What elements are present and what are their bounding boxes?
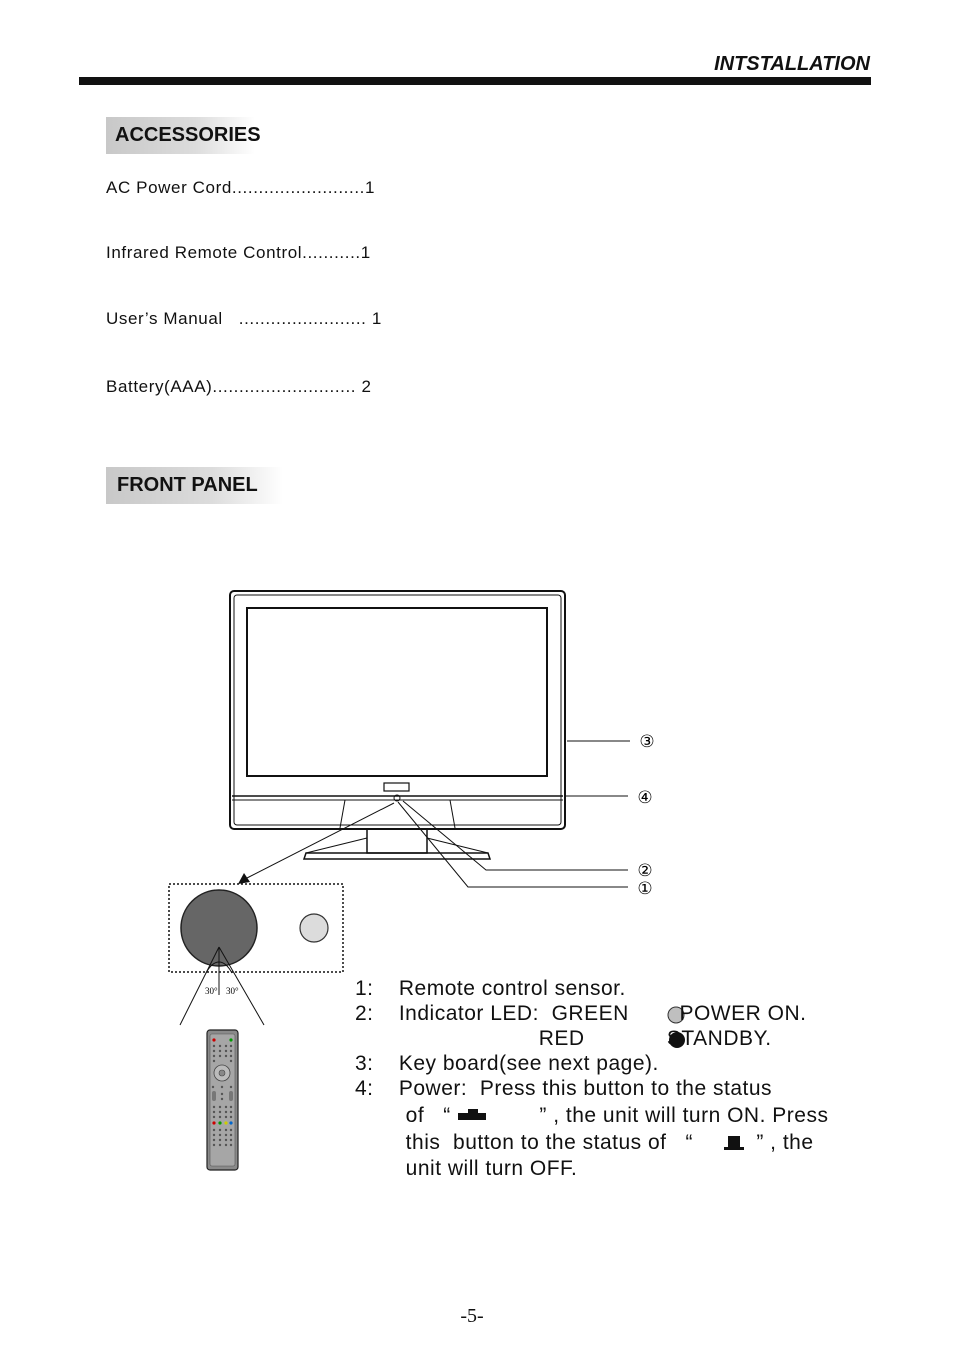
front-panel-heading: FRONT PANEL — [106, 467, 283, 504]
description-line-8: unit will turn OFF. — [355, 1157, 578, 1180]
tv-illustration — [229, 590, 566, 860]
angle-label-right: 30° — [226, 986, 239, 996]
callout-2: ② — [637, 861, 652, 881]
accessory-item-remote: Infrared Remote Control...........1 — [106, 243, 371, 262]
indicator-led — [299, 913, 329, 943]
description-line-7: this button to the status of “ ” , the — [355, 1131, 814, 1154]
description-line-2: 2: Indicator LED: GREEN POWER ON. — [355, 1002, 807, 1025]
red-led-swatch — [669, 1032, 685, 1048]
page-number: -5- — [460, 1305, 484, 1327]
description-line-3: RED STANDBY. — [355, 1027, 772, 1050]
description-line-4: 3: Key board(see next page). — [355, 1052, 659, 1075]
accessory-item-power-cord: AC Power Cord.........................1 — [106, 178, 376, 197]
power-on-status-icon — [458, 1109, 486, 1120]
accessories-heading: ACCESSORIES — [106, 117, 261, 154]
section-title: INTSTALLATION — [714, 53, 870, 75]
callout-4: ④ — [637, 788, 652, 808]
header-rule — [79, 77, 871, 85]
green-led-swatch — [667, 1006, 685, 1024]
description-line-6: of “ ” , the unit will turn ON. Press — [355, 1104, 829, 1127]
callout-3: ③ — [639, 732, 654, 752]
accessory-item-manual: User’s Manual ........................ 1 — [106, 309, 382, 328]
accessory-item-battery: Battery(AAA)........................... … — [106, 377, 372, 396]
arrow-head — [238, 873, 250, 884]
power-off-status-icon — [724, 1136, 744, 1150]
remote-control-illustration — [206, 1029, 239, 1171]
description-line-1: 1: Remote control sensor. — [355, 977, 626, 1000]
description-line-5: 4: Power: Press this button to the statu… — [355, 1077, 773, 1100]
sensor-detail-box — [168, 883, 344, 973]
angle-label-left: 30° — [205, 986, 218, 996]
reception-angle-lines — [179, 946, 265, 1026]
callout-leaders — [242, 740, 630, 888]
callout-1: ① — [637, 879, 652, 899]
